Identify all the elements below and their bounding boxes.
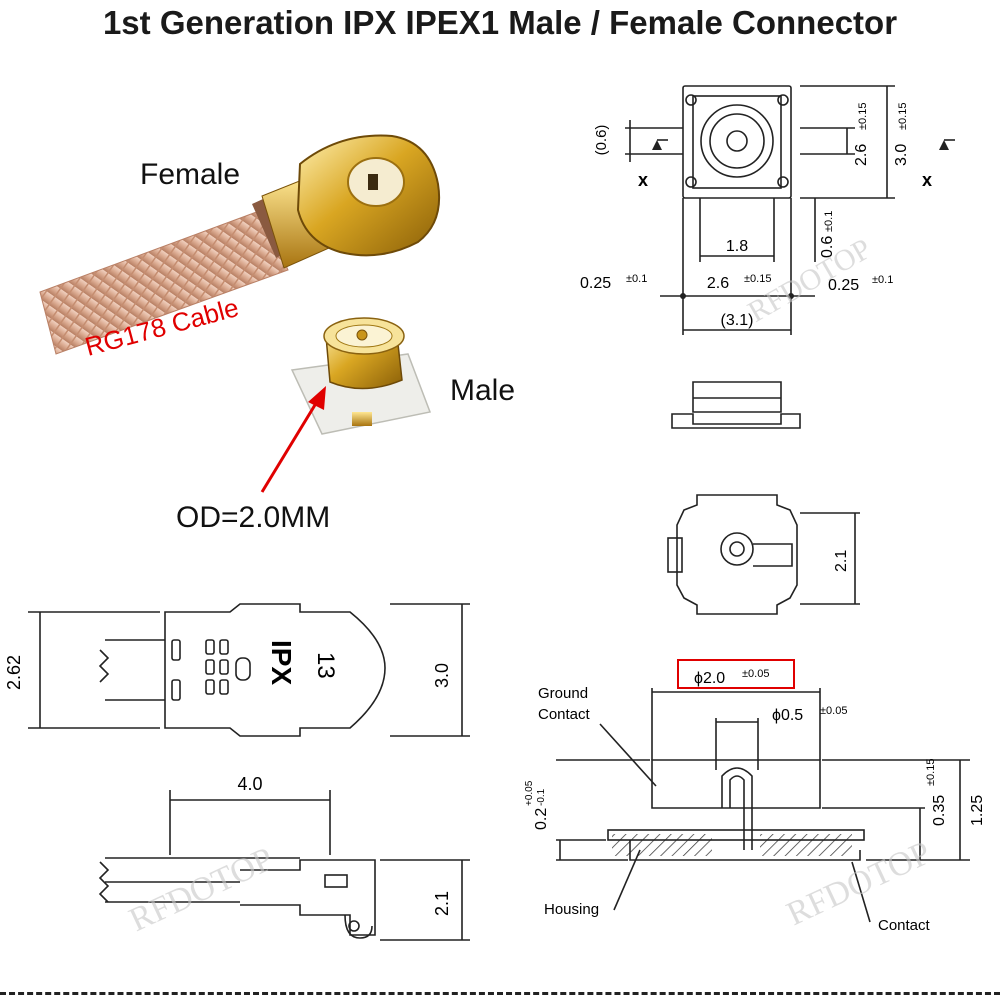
female-top-view-drawing: (0.6) 2.6 ±0.15 3.0 ±0.15 0.6 ±0.1 1.8 2… — [580, 85, 955, 335]
stamp-ipx: IPX — [266, 640, 297, 685]
page-title: 1st Generation IPX IPEX1 Male / Female C… — [102, 4, 898, 41]
dim-3-1-paren: (3.1) — [721, 312, 754, 329]
male-connector-image — [290, 317, 432, 435]
dim-2-6-horiz: 2.6 — [707, 275, 729, 292]
dim-3-0-male: 3.0 — [432, 663, 452, 688]
tol-2-6-horiz: ±0.15 — [744, 273, 771, 285]
male-label: Male — [450, 374, 515, 407]
contact-label: Contact — [878, 917, 931, 934]
dim-2-1-male: 2.1 — [432, 891, 452, 916]
tol-0-25-right: ±0.1 — [872, 274, 893, 286]
dim-0-2: 0.2 — [533, 808, 550, 830]
dim-0-6-paren: (0.6) — [593, 125, 610, 156]
dim-1-8: 1.8 — [726, 238, 748, 255]
section-mark-right: x — [922, 170, 932, 190]
male-plug-side-drawing: 4.0 2.1 RFDOTOP — [98, 774, 470, 941]
dim-2-6-vert: 2.6 — [853, 144, 870, 166]
watermark-2: RFDOTOP — [124, 840, 279, 939]
cross-section-drawing: ϕ2.0 ±0.05 ϕ0.5 ±0.05 Ground Contact Hou… — [524, 659, 986, 934]
dim-1-25: 1.25 — [969, 795, 986, 826]
female-label: Female — [140, 158, 240, 191]
tol-0-35: ±0.15 — [925, 759, 937, 786]
dim-2-62: 2.62 — [4, 655, 24, 690]
dim-0-25-left: 0.25 — [580, 275, 611, 292]
dim-2-1-bottom: 2.1 — [833, 550, 850, 572]
stamp-13: 13 — [312, 652, 339, 679]
ground-contact-label-2: Contact — [538, 706, 591, 723]
tol-0-2-minus: -0.1 — [536, 788, 547, 806]
tol-0-2-plus: +0.05 — [524, 780, 535, 806]
connector-photo: Female RG178 Cable Male OD=2.0MM — [0, 112, 568, 574]
dim-0-35: 0.35 — [931, 795, 948, 826]
dim-0-6-side: 0.6 — [819, 236, 836, 258]
bottom-dashed-divider — [0, 992, 1000, 995]
phi-2-0-label: ϕ2.0 — [694, 670, 725, 687]
female-side-view-drawing — [671, 381, 801, 429]
tol-phi-2-0: ±0.05 — [742, 668, 769, 680]
female-bottom-view-drawing: 2.1 — [667, 494, 860, 615]
phi-0-5-label: ϕ0.5 — [772, 707, 803, 724]
section-mark-left: x — [638, 170, 648, 190]
ground-contact-label-1: Ground — [538, 685, 588, 702]
rg178-cable — [39, 209, 289, 355]
tol-0-6-side: ±0.1 — [823, 211, 835, 232]
tol-phi-0-5: ±0.05 — [820, 705, 847, 717]
dim-3-0-vert: 3.0 — [893, 144, 910, 166]
od-label: OD=2.0MM — [176, 501, 330, 534]
tol-0-25-left: ±0.1 — [626, 273, 647, 285]
female-connector-image — [252, 134, 441, 269]
tol-2-6-vert: ±0.15 — [857, 103, 869, 130]
red-arrow-icon — [260, 386, 326, 493]
tol-3-0-vert: ±0.15 — [897, 103, 909, 130]
phi-2-0-highlight — [677, 659, 795, 689]
dim-0-25-right: 0.25 — [828, 277, 859, 294]
dim-4-0: 4.0 — [237, 774, 262, 794]
male-plug-top-drawing: 2.62 3.0 IPX 13 — [4, 603, 470, 737]
housing-label: Housing — [544, 901, 599, 918]
